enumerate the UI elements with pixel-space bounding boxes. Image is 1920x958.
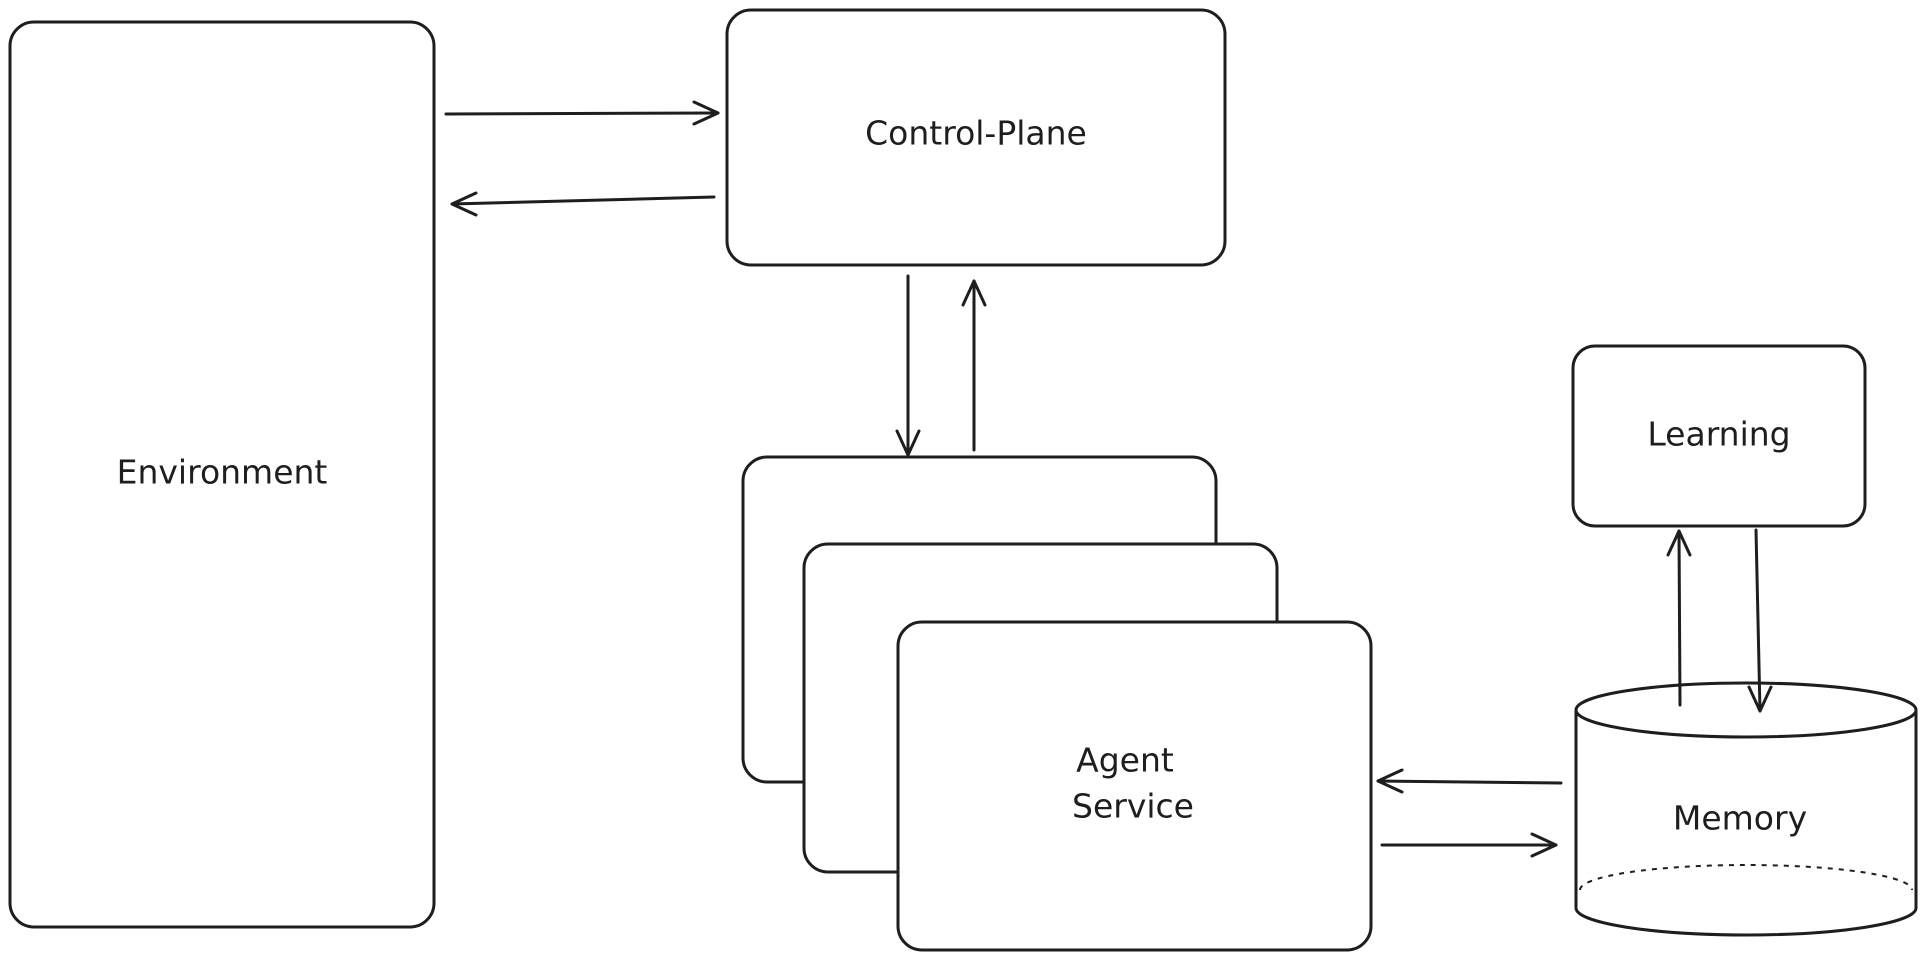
arrow-agent-service-to-memory (1380, 832, 1558, 858)
agent-service-label-line1: Agent (1076, 741, 1174, 780)
memory-label: Memory (1673, 799, 1807, 838)
memory-cylinder-bottom-rim (1579, 864, 1913, 891)
memory-cylinder-top (1574, 681, 1918, 739)
arrow-agent-service-to-control-plane (961, 279, 987, 452)
arrow-control-plane-to-environment (450, 191, 716, 217)
control-plane-label: Control-Plane (865, 114, 1087, 153)
arrow-learning-to-memory (1747, 528, 1773, 713)
learning-node[interactable]: Learning (1571, 344, 1867, 528)
arrow-control-plane-to-agent-service (895, 274, 921, 457)
agent-service-stack[interactable]: Agent Service (741, 455, 1373, 952)
memory-node[interactable]: Memory (1574, 681, 1918, 937)
environment-label: Environment (117, 453, 328, 492)
environment-node[interactable]: Environment (8, 20, 436, 929)
control-plane-box (725, 8, 1227, 267)
learning-box (1571, 344, 1867, 528)
memory-cylinder-body (1574, 710, 1918, 937)
environment-box (8, 20, 436, 929)
arrow-environment-to-control-plane (444, 100, 720, 126)
agent-service-box-front (896, 620, 1373, 952)
agent-service-label-line2: Service (1072, 787, 1194, 826)
learning-label: Learning (1647, 415, 1790, 454)
arrow-memory-to-learning (1666, 529, 1692, 707)
control-plane-node[interactable]: Control-Plane (725, 8, 1227, 267)
arrow-memory-to-agent-service (1376, 768, 1563, 794)
